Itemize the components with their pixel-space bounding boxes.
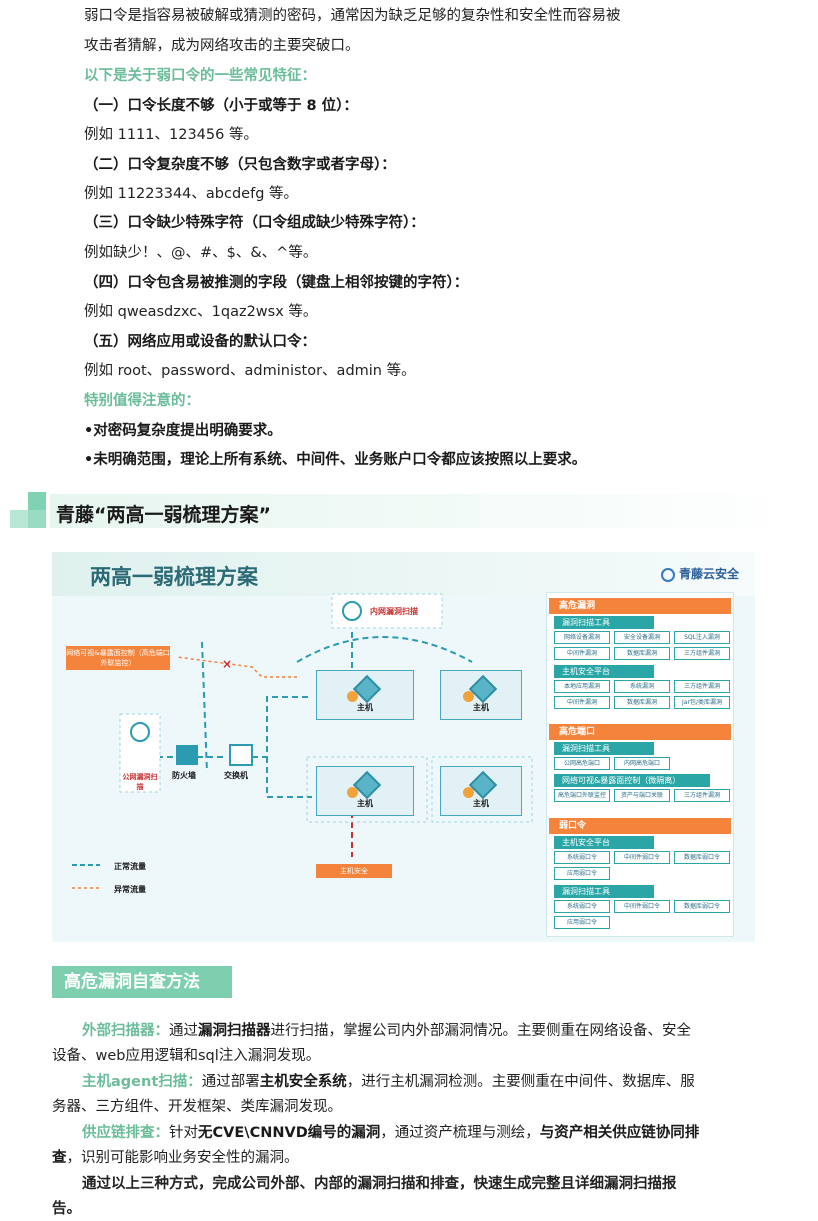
- switch-label: 交换机: [224, 771, 248, 780]
- intro-line-1: 弱口令是指容易被破解或猜测的密码，通常因为缺乏足够的复杂性和安全性而容易被: [84, 8, 621, 24]
- panel-cell: 系统弱口令: [554, 900, 610, 913]
- decor-square: [10, 510, 28, 528]
- method-paragraph-1: 外部扫描器：通过漏洞扫描器进行扫描，掌握公司内外部漏洞情况。主要侧重在网络设备、…: [52, 1023, 691, 1064]
- decor-square: [28, 510, 46, 528]
- method-tag: 高危漏洞自查方法: [52, 966, 232, 998]
- host-box: 主机: [440, 766, 522, 816]
- inner-scan-label: 内网漏洞扫描: [370, 607, 418, 616]
- panel-high-vuln: 高危漏洞: [549, 598, 731, 614]
- feature-heading-5: （五）网络应用或设备的默认口令：: [84, 334, 316, 350]
- exposure-control-box: 网络可视&暴露面控制（高危端口外联监控）: [66, 646, 170, 670]
- panel-cell: Jar包/类库漏洞: [674, 696, 730, 709]
- method-paragraph-3: 供应链排查：针对无CVE\CNNVD编号的漏洞，通过资产梳理与测绘，与资产相关供…: [52, 1125, 700, 1166]
- intro-line-2: 攻击者猜解，成为网络攻击的主要突破口。: [84, 38, 360, 54]
- panel-cell: SQL注入漏洞: [674, 631, 730, 644]
- diagram-title: 两高一弱梳理方案: [90, 565, 258, 589]
- panel-cell: 公网高危端口: [554, 757, 610, 770]
- panel-port-tool: 漏洞扫描工具: [554, 742, 654, 755]
- shield-icon: [463, 691, 474, 702]
- diagram-header: [52, 552, 755, 596]
- outer-scan-label: 公网漏洞扫描: [122, 773, 158, 791]
- shield-icon: [347, 787, 358, 798]
- feature-example-5: 例如 root、password、administor、admin 等。: [84, 363, 416, 379]
- brand-logo: 青藤云安全: [660, 565, 739, 582]
- panel-cell: 网络设备漏洞: [554, 631, 610, 644]
- brand-name: 青藤云安全: [678, 567, 739, 581]
- host-box: 主机: [316, 670, 414, 720]
- firewall-label: 防火墙: [172, 771, 196, 780]
- notice-item-2: •未明确范围，理论上所有系统、中间件、业务账户口令都应该按照以上要求。: [84, 452, 587, 468]
- panel-cell: 三方组件漏洞: [674, 680, 730, 693]
- section-header: 青藤“两高一弱梳理方案”: [0, 490, 800, 532]
- feature-example-3: 例如缺少！、@、#、$、&、^等。: [84, 245, 318, 261]
- solution-diagram: 两高一弱梳理方案 青藤云安全 × 内网漏洞扫描 公网漏洞扫描 防火墙 交换机 网…: [52, 552, 755, 942]
- panel-cell: 中间件漏洞: [554, 647, 610, 660]
- panel-net-visual: 网络可视&暴露面控制（微隔离）: [554, 774, 710, 787]
- method-label: 外部扫描器：: [82, 1023, 169, 1039]
- panel-cell: 三方组件漏洞: [674, 647, 730, 660]
- method-label: 供应链排查：: [82, 1125, 169, 1141]
- feature-heading-1: （一）口令长度不够（小于或等于 8 位）：: [84, 98, 358, 114]
- feature-example-4: 例如 qweasdzxc、1qaz2wsx 等。: [84, 304, 318, 320]
- features-title: 以下是关于弱口令的一些常见特征：: [84, 68, 316, 84]
- panel-cell: 中间件漏洞: [554, 696, 610, 709]
- section-header-bar: [50, 494, 798, 528]
- panel-weak-tool: 漏洞扫描工具: [554, 885, 654, 898]
- feature-example-2: 例如 11223344、abcdefg 等。: [84, 186, 299, 202]
- panel-cell: 资产与端口关联: [614, 789, 670, 802]
- panel-cell: 本地应用漏洞: [554, 680, 610, 693]
- panel-cell: 应用弱口令: [554, 916, 610, 929]
- method-label: 主机agent扫描：: [82, 1074, 202, 1090]
- brand-icon: [660, 567, 675, 582]
- panel-host-platform: 主机安全平台: [554, 665, 654, 678]
- svg-text:×: ×: [222, 657, 232, 671]
- feature-heading-2: （二）口令复杂度不够（只包含数字或者字母）：: [84, 157, 396, 173]
- section-title: 青藤“两高一弱梳理方案”: [56, 504, 271, 526]
- panel-cell: 应用弱口令: [554, 867, 610, 880]
- shield-icon: [463, 787, 474, 798]
- notice-item-1: •对密码复杂度提出明确要求。: [84, 423, 282, 439]
- legend-abnormal: 异常流量: [114, 885, 146, 894]
- panel-cell: 系统漏洞: [614, 680, 670, 693]
- panel-vuln-tool: 漏洞扫描工具: [554, 616, 654, 629]
- panel-cell: 数据库漏洞: [614, 696, 670, 709]
- panel-cell: 数据库漏洞: [614, 647, 670, 660]
- decor-square: [28, 492, 46, 510]
- host-box: 主机: [440, 670, 522, 720]
- panel-cell: 安全设备漏洞: [614, 631, 670, 644]
- feature-heading-3: （三）口令缺少特殊字符（口令组成缺少特殊字符）：: [84, 215, 425, 231]
- panel-weak-platform: 主机安全平台: [554, 836, 654, 849]
- panel-cell: 系统弱口令: [554, 851, 610, 864]
- network-flow-svg: ×: [72, 593, 533, 889]
- feature-heading-4: （四）口令包含易被推测的字段（键盘上相邻按键的字符）：: [84, 275, 469, 291]
- host-box: 主机: [316, 766, 414, 816]
- panel-high-port: 高危端口: [549, 724, 731, 740]
- panel-cell: 数据库弱口令: [674, 851, 730, 864]
- feature-example-1: 例如 1111、123456 等。: [84, 127, 258, 143]
- shield-icon: [347, 691, 358, 702]
- panel-cell: 中间件弱口令: [614, 851, 670, 864]
- notice-title: 特别值得注意的：: [84, 393, 200, 409]
- method-paragraph-2: 主机agent扫描：通过部署主机安全系统，进行主机漏洞检测。主要侧重在中间件、数…: [52, 1074, 695, 1115]
- panel-weak-pw: 弱口令: [549, 818, 731, 834]
- panel-cell: 中间件弱口令: [614, 900, 670, 913]
- host-security-box: 主机安全: [316, 864, 392, 878]
- panel-cell: 高危端口外联监控: [554, 789, 610, 802]
- panel-cell: 内网高危端口: [614, 757, 670, 770]
- method-summary: 通过以上三种方式，完成公司外部、内部的漏洞扫描和排查，快速生成完整且详细漏洞扫描…: [52, 1176, 677, 1217]
- panel-cell: 三方组件漏洞: [674, 789, 730, 802]
- legend-normal: 正常流量: [114, 862, 146, 871]
- panel-cell: 数据库弱口令: [674, 900, 730, 913]
